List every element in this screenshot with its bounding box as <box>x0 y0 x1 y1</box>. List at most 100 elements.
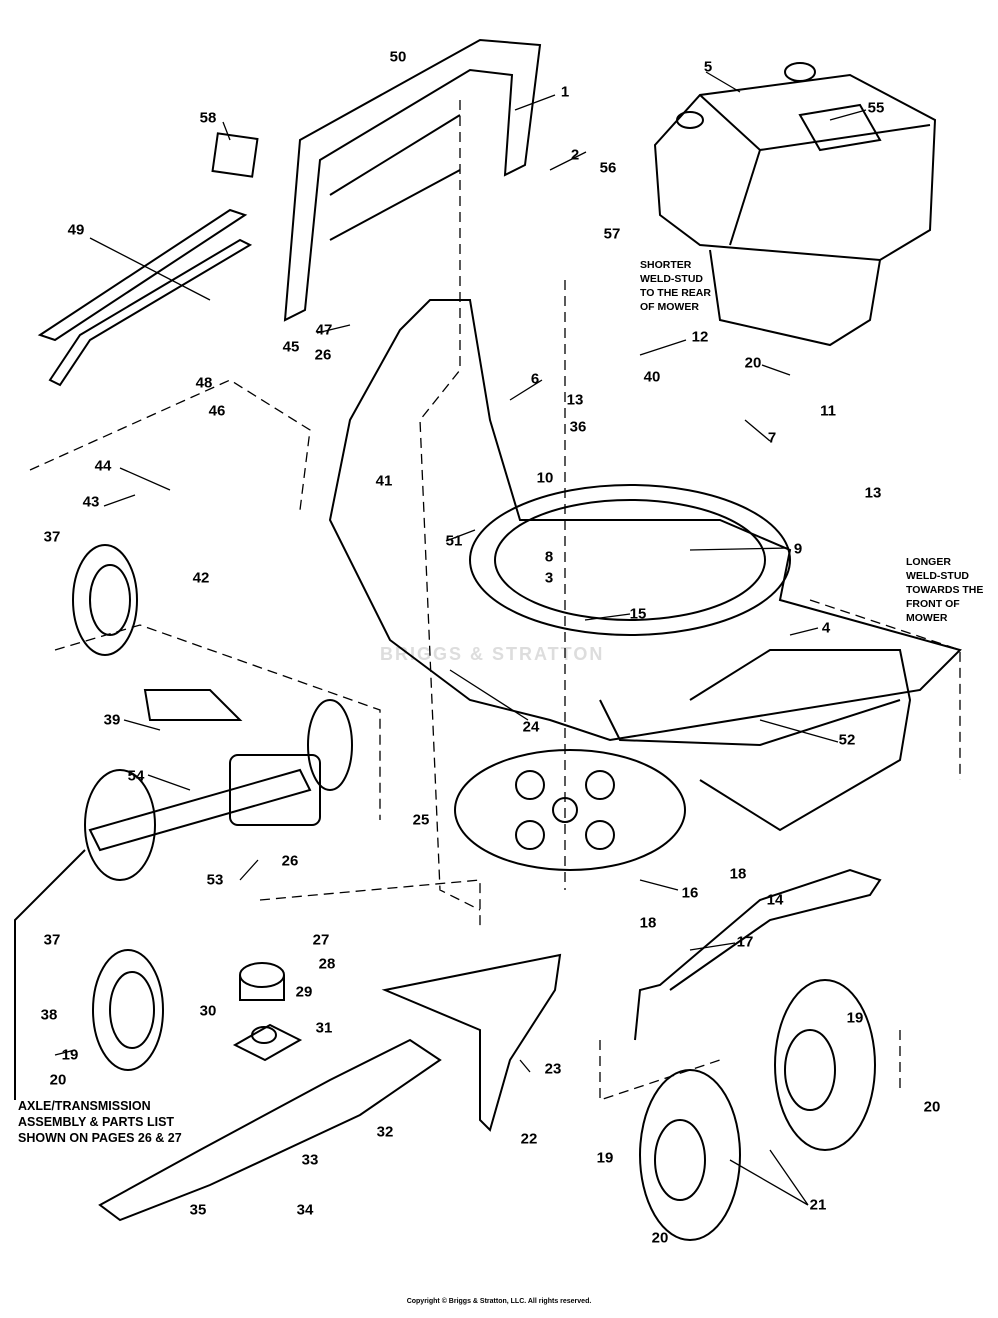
part-label: 42 <box>192 569 210 587</box>
grass-bag-panel-part <box>37 132 259 387</box>
part-label: 49 <box>67 221 85 239</box>
rear-wheel-upper <box>72 544 138 656</box>
part-label: 5 <box>703 58 713 76</box>
part-label: 39 <box>103 711 121 729</box>
part-label: 24 <box>522 718 540 736</box>
part-label: 27 <box>312 931 330 949</box>
part-label: 15 <box>629 605 647 623</box>
note-line: TOWARDS THE <box>906 584 984 596</box>
handle-frame-part <box>283 38 542 322</box>
part-label: 51 <box>445 532 463 550</box>
note-line: ASSEMBLY & PARTS LIST <box>18 1115 175 1129</box>
part-label: 23 <box>544 1060 562 1078</box>
part-label: 46 <box>208 402 226 420</box>
part-label: 52 <box>838 731 856 749</box>
part-label: 41 <box>375 472 393 490</box>
alignment-dashed-lines <box>29 100 961 1101</box>
part-label: 11 <box>820 402 836 420</box>
transmission-part <box>84 689 353 881</box>
part-label: 16 <box>681 884 699 902</box>
part-label: 33 <box>301 1151 319 1169</box>
note-line: WELD-STUD <box>640 273 703 285</box>
note-line: AXLE/TRANSMISSION <box>18 1099 151 1113</box>
part-label: 4 <box>821 619 831 637</box>
longer-weld-stud-note: LONGER WELD-STUD TOWARDS THE FRONT OF MO… <box>906 555 983 625</box>
part-label: 47 <box>315 321 333 339</box>
part-label: 38 <box>40 1006 58 1024</box>
engine-part <box>653 62 937 347</box>
part-label: 19 <box>596 1149 614 1167</box>
part-label: 19 <box>61 1046 79 1064</box>
part-label: 57 <box>603 225 621 243</box>
front-wheel-left <box>639 1069 741 1241</box>
part-label: 20 <box>651 1229 669 1247</box>
note-line: TO THE REAR <box>640 287 711 299</box>
part-label: 58 <box>199 109 217 127</box>
leader-lines <box>14 71 867 1206</box>
copyright: Copyright © Briggs & Stratton, LLC. All … <box>406 1298 592 1305</box>
part-label: 26 <box>314 346 332 364</box>
part-label: 13 <box>864 484 882 502</box>
axle-transmission-note: AXLE/TRANSMISSION ASSEMBLY & PARTS LIST … <box>18 1098 182 1146</box>
shorter-weld-stud-note: SHORTER WELD-STUD TO THE REAR OF MOWER <box>640 258 711 314</box>
blade-adapter-part <box>232 962 303 1062</box>
part-label: 7 <box>767 429 777 447</box>
note-line: MOWER <box>906 612 948 624</box>
part-label: 55 <box>867 99 885 117</box>
part-label: 21 <box>809 1196 827 1214</box>
part-label: 56 <box>599 159 617 177</box>
part-label: 30 <box>199 1002 217 1020</box>
part-label: 48 <box>195 374 213 392</box>
part-label: 14 <box>766 891 784 909</box>
part-label: 10 <box>536 469 554 487</box>
watermark: BRIGGS & STRATTON <box>380 644 605 664</box>
part-label: 36 <box>569 418 587 436</box>
rear-wheel-lower <box>92 949 164 1071</box>
part-label: 6 <box>530 370 540 388</box>
front-wheel-right <box>774 979 876 1151</box>
part-label: 29 <box>295 983 313 1001</box>
part-label: 20 <box>49 1071 67 1089</box>
part-label: 54 <box>127 767 145 785</box>
part-label: 17 <box>736 933 754 951</box>
note-line: OF MOWER <box>640 301 699 313</box>
mower-deck-part <box>328 299 962 747</box>
rear-bracket-part <box>689 649 912 832</box>
part-label: 43 <box>82 493 100 511</box>
part-label: 8 <box>544 548 554 566</box>
part-label: 35 <box>189 1201 207 1219</box>
front-axle-part <box>634 868 882 1041</box>
part-label: 40 <box>643 368 661 386</box>
part-label: 34 <box>296 1201 314 1219</box>
part-label: 20 <box>923 1098 941 1116</box>
note-line: LONGER <box>906 556 951 568</box>
part-label: 45 <box>282 338 300 356</box>
part-label: 53 <box>206 871 224 889</box>
part-label: 1 <box>560 83 570 101</box>
part-label: 37 <box>43 931 61 949</box>
baffle-part <box>454 749 686 871</box>
part-label: 13 <box>566 391 584 409</box>
part-label: 28 <box>318 955 336 973</box>
part-label: 3 <box>544 569 554 587</box>
part-label: 26 <box>281 852 299 870</box>
part-label: 20 <box>744 354 762 372</box>
note-line: FRONT OF <box>906 598 960 610</box>
part-label: 19 <box>846 1009 864 1027</box>
part-label: 12 <box>691 328 709 346</box>
note-line: SHOWN ON PAGES 26 & 27 <box>18 1131 182 1145</box>
part-label: 25 <box>412 811 430 829</box>
part-label: 18 <box>639 914 657 932</box>
part-label: 31 <box>315 1019 333 1037</box>
part-label: 37 <box>43 528 61 546</box>
note-line: SHORTER <box>640 259 692 271</box>
part-label: 32 <box>376 1123 394 1141</box>
part-label: 22 <box>520 1130 538 1148</box>
part-label: 9 <box>793 540 803 558</box>
part-label: 18 <box>729 865 747 883</box>
part-label: 2 <box>570 146 580 164</box>
blade-part <box>98 1038 442 1222</box>
part-label: 44 <box>94 457 112 475</box>
